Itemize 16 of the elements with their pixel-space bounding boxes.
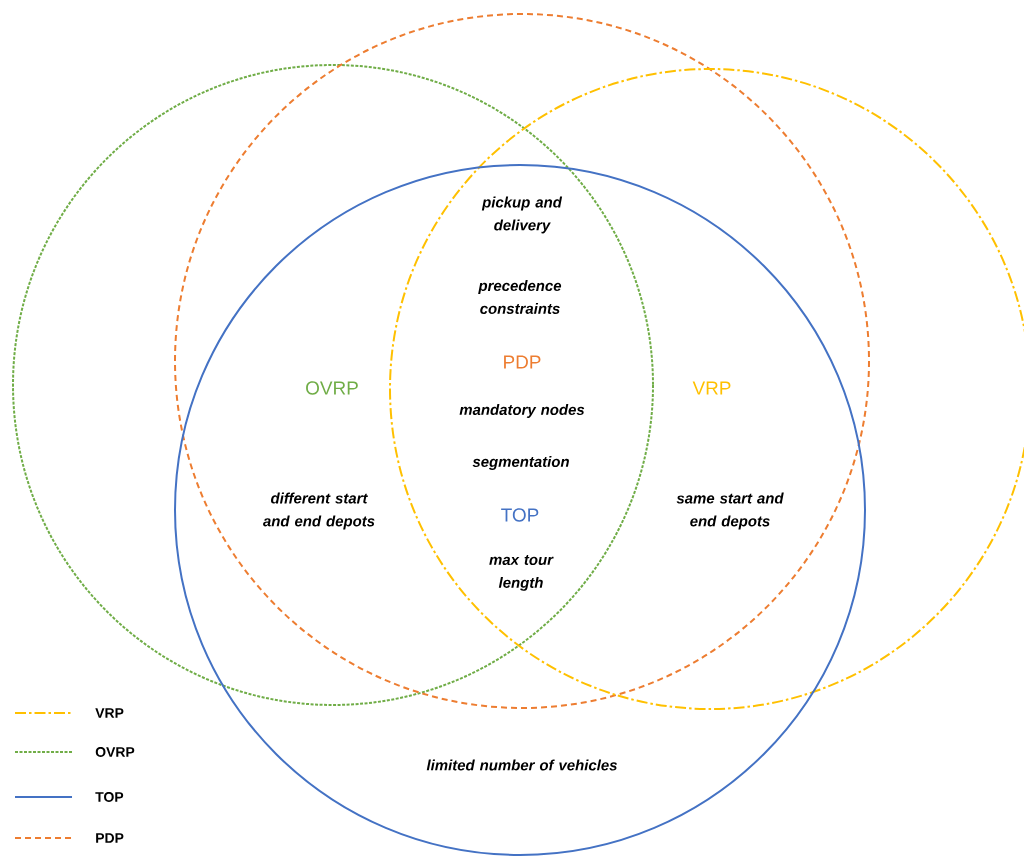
feature-text: max tour length	[489, 555, 554, 591]
set-name: OVRP	[306, 381, 358, 395]
legend-label: OVRP	[95, 747, 135, 757]
feature-text: segmentation	[472, 456, 569, 470]
legend-label: VRP	[95, 708, 124, 718]
feature-text: same start and end depots	[676, 492, 784, 530]
set-name: PDP	[504, 355, 541, 369]
legend-label: PDP	[96, 833, 124, 843]
feature-text: pickup and delivery	[481, 196, 563, 234]
feature-text: different start and end depots	[263, 492, 375, 530]
legend-label: TOP	[95, 792, 124, 802]
feature-text: limited number of vehicles	[426, 759, 617, 771]
feature-text: mandatory nodes	[459, 404, 585, 418]
set-name: VRP	[692, 381, 731, 395]
set-name: TOP	[501, 508, 539, 522]
feature-text: precedence constraints	[478, 280, 562, 314]
